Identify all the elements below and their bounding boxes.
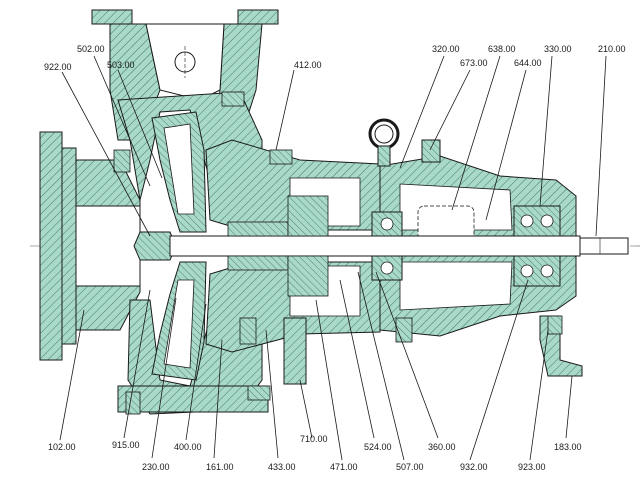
suction-flange xyxy=(39,131,141,361)
label-673: 673.00 xyxy=(460,58,488,68)
label-644: 644.00 xyxy=(514,58,542,68)
label-433: 433.00 xyxy=(268,462,296,472)
leader-lines xyxy=(59,55,607,461)
lifting-eye xyxy=(368,118,400,167)
label-915: 915.00 xyxy=(112,440,140,450)
label-524: 524.00 xyxy=(364,442,392,452)
label-923: 923.00 xyxy=(518,462,546,472)
label-230: 230.00 xyxy=(142,462,170,472)
label-638: 638.00 xyxy=(488,44,516,54)
label-210: 210.00 xyxy=(598,44,626,54)
bearing-pump-side xyxy=(371,211,403,281)
label-183: 183.00 xyxy=(554,442,582,452)
shaft xyxy=(169,235,629,257)
shaft-seal xyxy=(227,195,329,297)
label-102: 102.00 xyxy=(48,442,76,452)
label-710: 710.00 xyxy=(300,434,328,444)
label-161: 161.00 xyxy=(206,462,234,472)
bearing-drive-side xyxy=(513,205,561,287)
bolts xyxy=(113,91,563,415)
label-922: 922.00 xyxy=(44,62,72,72)
label-320: 320.00 xyxy=(432,44,460,54)
label-503: 503.00 xyxy=(107,60,135,70)
drain-pipe xyxy=(283,317,307,385)
impeller xyxy=(151,111,207,381)
oil-filler-plug xyxy=(421,139,441,163)
label-330: 330.00 xyxy=(544,44,572,54)
label-502: 502.00 xyxy=(77,44,105,54)
label-360: 360.00 xyxy=(428,442,456,452)
impeller-nut xyxy=(133,231,177,261)
label-932: 932.00 xyxy=(460,462,488,472)
label-412: 412.00 xyxy=(294,60,322,70)
label-400: 400.00 xyxy=(174,442,202,452)
label-507: 507.00 xyxy=(396,462,424,472)
label-471: 471.00 xyxy=(330,462,358,472)
